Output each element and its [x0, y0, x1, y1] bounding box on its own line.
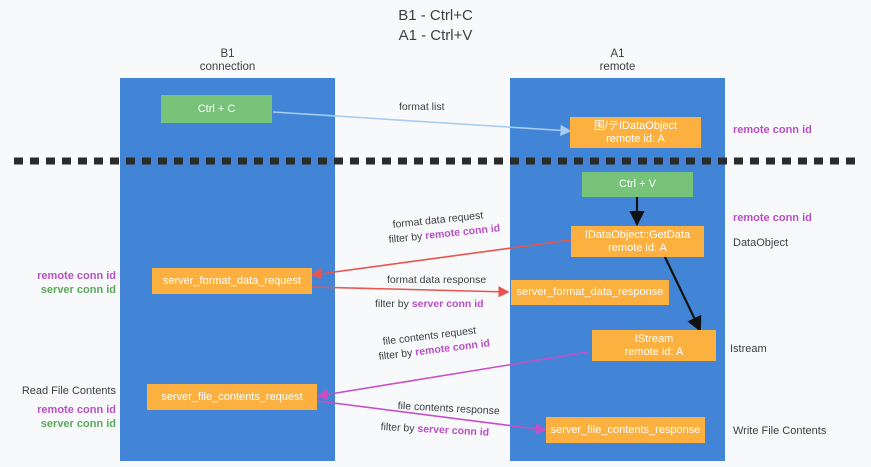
box-ctrl-c-label: Ctrl + C — [197, 102, 236, 115]
box-idataobject[interactable]: 围/テIDataObject remote id: A — [570, 117, 701, 148]
label-format-data-response: format data response — [387, 274, 487, 286]
box-server-file-contents-request[interactable]: server_file_contents_request — [147, 384, 317, 410]
box-ctrl-c[interactable]: Ctrl + C — [161, 95, 272, 123]
box-idataobject-name: IDataObject — [618, 119, 678, 132]
label-format-data-response-filter: filter by server conn id — [375, 298, 484, 311]
right-label-istream: Istream — [730, 343, 767, 355]
box-server-file-contents-response-label: server_file_contents_response — [550, 423, 701, 436]
right-label-remote-conn-id-mid: remote conn id — [733, 212, 812, 224]
column-b1-sub: connection — [199, 61, 256, 73]
column-header-a1: A1 remote — [510, 48, 725, 74]
column-b1-name: B1 — [220, 48, 235, 60]
box-server-file-contents-request-label: server_file_contents_request — [161, 390, 303, 403]
box-istream-sub: remote id: A — [624, 345, 684, 358]
label-format-list: format list — [399, 101, 445, 113]
box-ctrl-v-label: Ctrl + V — [619, 178, 656, 190]
left-label-remote-conn-id: remote conn id — [37, 270, 116, 282]
filter-prefix-3: filter by — [378, 346, 416, 363]
filter-prefix-2: filter by — [375, 298, 412, 310]
box-idataobject-getdata[interactable]: IDataObject::GetData remote id: A — [571, 226, 704, 257]
box-idataobject-sub: remote id: A — [606, 132, 665, 145]
title-line-1: B1 - Ctrl+C — [398, 7, 473, 24]
column-a1-sub: remote — [599, 61, 636, 73]
column-header-b1: B1 connection — [120, 48, 335, 74]
arrow-format-data-response — [311, 286, 510, 298]
column-a1-name: A1 — [610, 48, 625, 60]
left-label-read-file-contents: Read File Contents — [21, 385, 116, 397]
box-idataobject-prefix: 围/テ — [593, 119, 619, 132]
box-server-format-data-request-label: server_format_data_request — [162, 274, 302, 287]
filter-key-server-conn-id-2: server conn id — [417, 422, 490, 439]
left-label-server-conn-id: server conn id — [40, 284, 116, 296]
left-label-server-conn-id-2: server conn id — [40, 418, 116, 430]
page-title: B1 - Ctrl+C A1 - Ctrl+V — [0, 6, 871, 46]
label-file-contents-response-filter: filter by server conn id — [380, 421, 489, 440]
box-idataobject-label: 围/テIDataObject — [594, 120, 677, 133]
box-server-format-data-response[interactable]: server_format_data_response — [511, 280, 669, 305]
title-line-2: A1 - Ctrl+V — [398, 27, 473, 44]
filter-key-server-conn-id-1: server conn id — [411, 298, 484, 310]
right-label-dataobject: DataObject — [733, 237, 789, 249]
right-label-write-file-contents: Write File Contents — [733, 425, 827, 437]
filter-prefix-4: filter by — [380, 421, 418, 435]
box-istream-label: IStream — [634, 332, 674, 345]
box-ctrl-v[interactable]: Ctrl + V — [582, 172, 693, 197]
box-server-file-contents-response[interactable]: server_file_contents_response — [546, 417, 705, 443]
box-istream[interactable]: IStream remote id: A — [592, 330, 716, 361]
label-file-contents-response: file contents response — [397, 400, 501, 418]
box-getdata-sub: remote id: A — [608, 241, 667, 254]
left-label-remote-conn-id-2: remote conn id — [37, 404, 116, 416]
right-label-remote-conn-id-top: remote conn id — [733, 124, 812, 136]
filter-prefix-1: filter by — [388, 230, 426, 246]
box-getdata-label: IDataObject::GetData — [584, 228, 691, 241]
box-server-format-data-response-label: server_format_data_response — [516, 286, 664, 298]
box-server-format-data-request[interactable]: server_format_data_request — [152, 268, 312, 294]
